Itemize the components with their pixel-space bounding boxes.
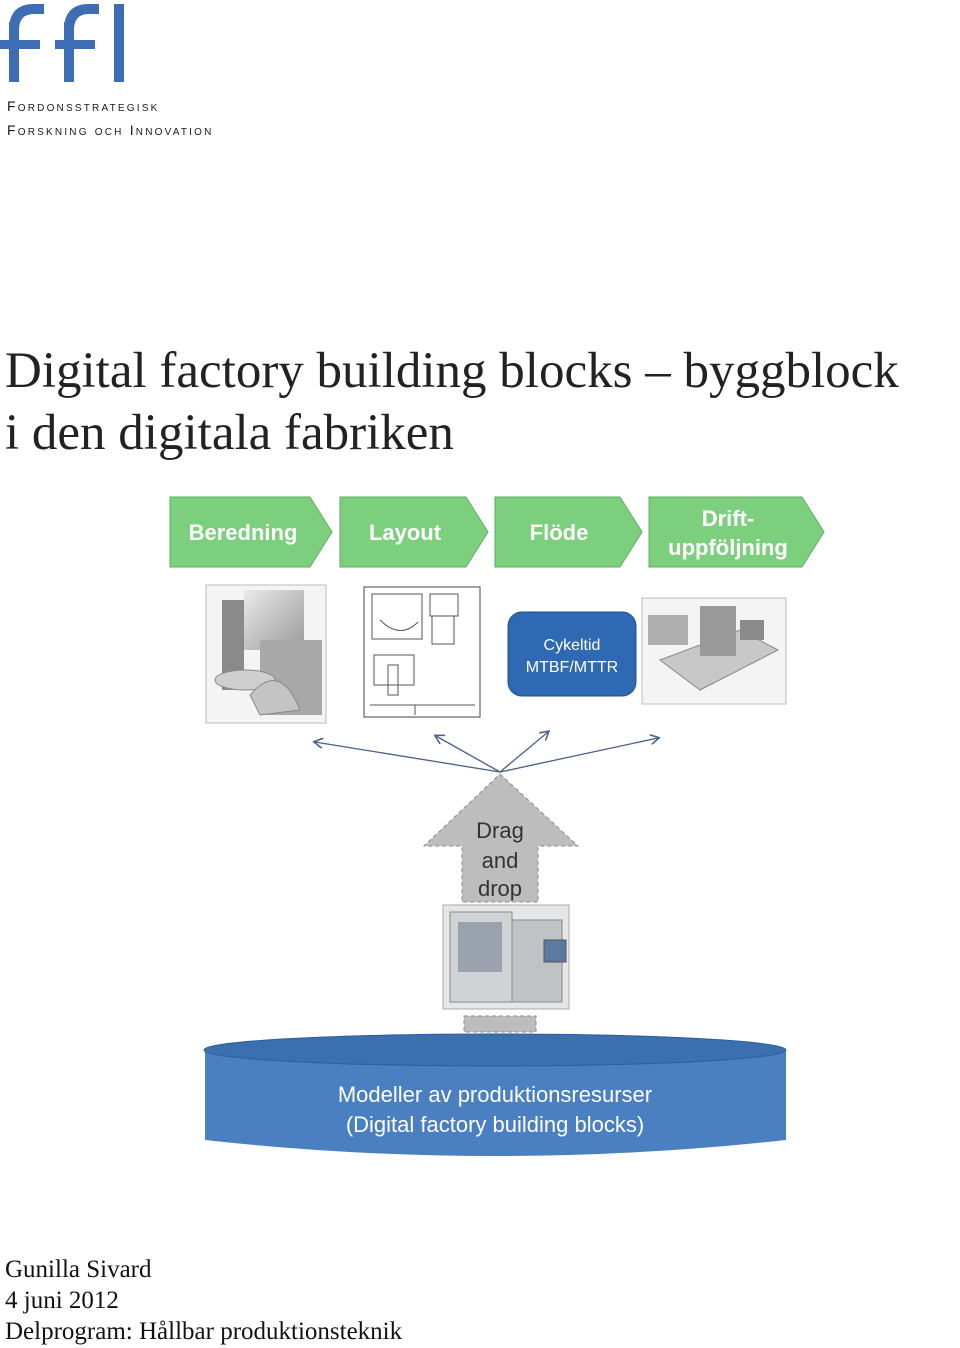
drag-and-drop-arrow: Drag and drop <box>422 773 580 1033</box>
process-steps: Beredning Layout Flöde Drift- uppföljnin… <box>169 496 825 568</box>
ffi-logo-mark <box>0 4 124 82</box>
badge-line2: MTBF/MTTR <box>526 659 618 676</box>
author-name: Gunilla Sivard <box>5 1256 152 1283</box>
logo-text-line1: Fordonsstrategisk <box>7 98 160 114</box>
step-beredning <box>169 496 333 568</box>
machine-photo <box>442 904 570 1010</box>
arrow-label-and: and <box>482 848 519 873</box>
page-title: Digital factory building blocks – byggbl… <box>5 340 960 464</box>
database-label-line1: Modeller av produktionsresurser <box>338 1082 652 1107</box>
publication-date: 4 juni 2012 <box>5 1287 119 1314</box>
ffi-logo: Fordonsstrategisk Forskning och Innovati… <box>0 0 300 150</box>
connection-arrows <box>315 732 658 773</box>
cycle-time-badge: Cykeltid MTBF/MTTR <box>507 611 637 697</box>
logo-text-line2: Forskning och Innovation <box>7 122 214 138</box>
arrow-label-drop: drop <box>478 876 522 901</box>
step-label-layout: Layout <box>369 520 442 545</box>
title-line1: Digital factory building blocks – byggbl… <box>5 343 899 399</box>
step-label-flode: Flöde <box>530 520 589 545</box>
layout-drawing-image <box>363 586 481 718</box>
step-label-drift: Drift- <box>702 506 755 531</box>
title-line2: i den digitala fabriken <box>5 405 454 461</box>
badge-line1: Cykeltid <box>544 637 601 654</box>
machine-model-image <box>205 584 327 724</box>
step-layout <box>339 496 489 568</box>
resource-database: Modeller av produktionsresurser (Digital… <box>203 1033 787 1156</box>
arrow-label-drag: Drag <box>476 818 524 843</box>
step-flode <box>494 496 643 568</box>
subprogram: Delprogram: Hållbar produktionsteknik <box>5 1318 403 1345</box>
step-driftuppfoljning <box>648 496 825 568</box>
step-label-beredning: Beredning <box>189 520 298 545</box>
digital-factory-figure: Beredning Layout Flöde Drift- uppföljnin… <box>169 496 825 1156</box>
step-label-uppfoljning: uppföljning <box>668 535 788 560</box>
operation-machine-image <box>641 597 787 705</box>
database-label-line2: (Digital factory building blocks) <box>346 1112 644 1137</box>
